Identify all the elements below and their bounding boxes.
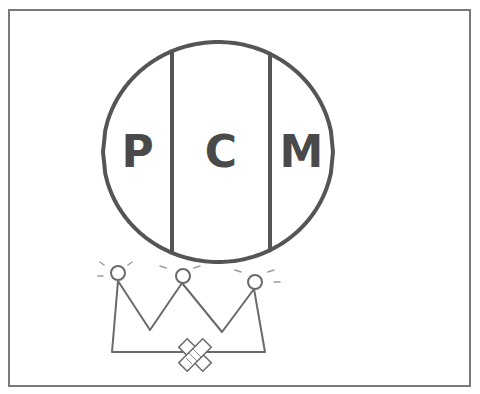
crossed-plasters: [179, 339, 212, 372]
segment-letter: M: [280, 130, 324, 174]
circle-segment: C: [172, 42, 270, 262]
circle-segment: P: [103, 42, 172, 262]
frame-border: [9, 10, 470, 386]
shine-marks: [98, 262, 280, 282]
segment-letter: C: [205, 130, 237, 174]
circle-segment: M: [270, 42, 333, 262]
segment-letter: P: [121, 130, 153, 174]
